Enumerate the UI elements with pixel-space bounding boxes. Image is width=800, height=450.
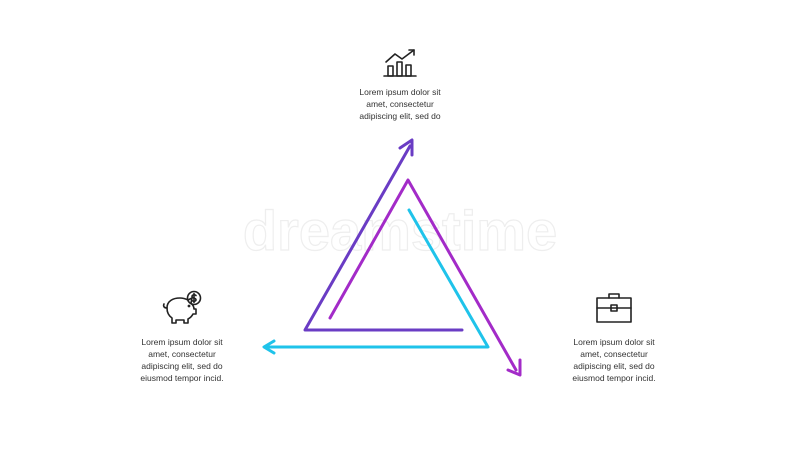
node-top-text: Lorem ipsum dolor sit amet, consectetur …	[359, 86, 440, 122]
bar-chart-growth-icon	[382, 48, 418, 78]
node-left-text: Lorem ipsum dolor sit amet, consectetur …	[140, 336, 223, 384]
node-right: Lorem ipsum dolor sit amet, consectetur …	[552, 290, 676, 384]
node-left-line-4: eiusmod tempor incid.	[140, 373, 224, 383]
briefcase-icon	[595, 290, 633, 326]
node-right-text: Lorem ipsum dolor sit amet, consectetur …	[572, 336, 655, 384]
node-left-line-3: adipiscing elit, sed do	[141, 361, 223, 371]
node-top-line-2: amet, consectetur	[366, 99, 434, 109]
node-top: Lorem ipsum dolor sit amet, consectetur …	[330, 48, 470, 122]
node-right-line-3: adipiscing elit, sed do	[573, 361, 655, 371]
cyan-arrow	[262, 208, 490, 355]
node-right-line-4: eiusmod tempor incid.	[572, 373, 656, 383]
node-top-line-1: Lorem ipsum dolor sit	[359, 87, 441, 97]
node-left-line-2: amet, consectetur	[148, 349, 216, 359]
node-left: Lorem ipsum dolor sit amet, consectetur …	[120, 290, 244, 384]
node-right-line-2: amet, consectetur	[580, 349, 648, 359]
watermark-text: dreamstime	[243, 199, 557, 262]
node-left-line-1: Lorem ipsum dolor sit	[141, 337, 223, 347]
node-right-line-1: Lorem ipsum dolor sit	[573, 337, 655, 347]
piggy-bank-icon	[161, 290, 203, 326]
purple-arrow	[303, 138, 464, 332]
magenta-arrow	[328, 178, 522, 377]
node-top-line-3: adipiscing elit, sed do	[359, 111, 441, 121]
